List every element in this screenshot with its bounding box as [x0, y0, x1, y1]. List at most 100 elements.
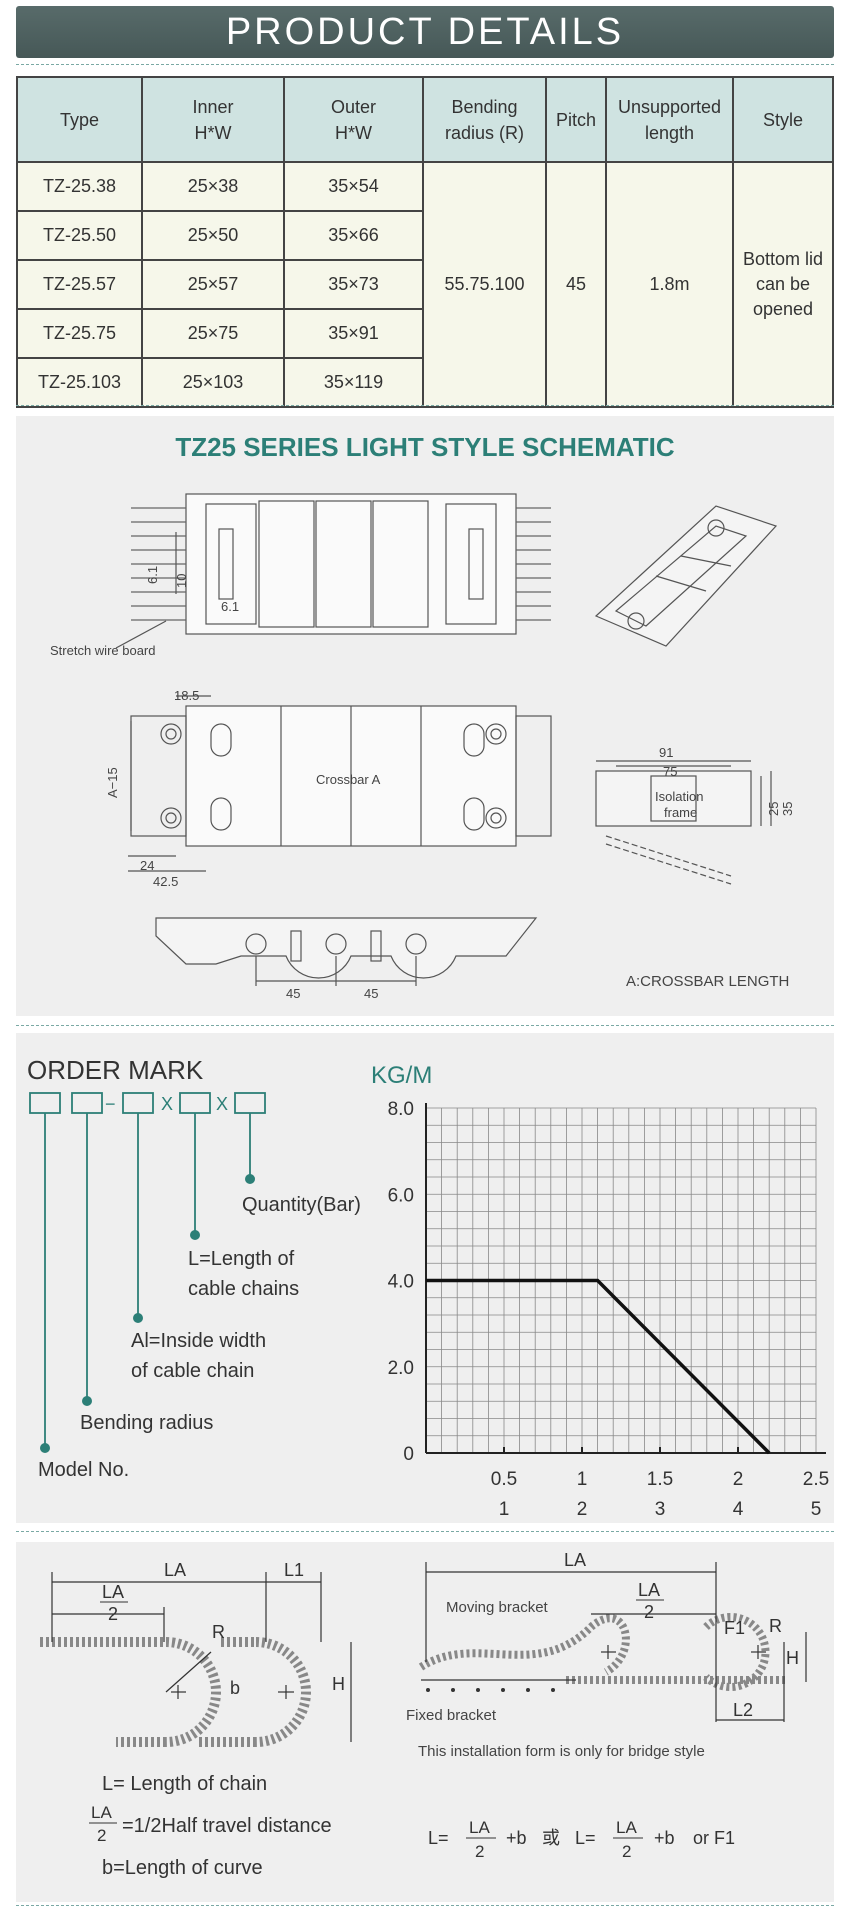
- outer-cell: 35×66: [283, 210, 424, 261]
- schematic-drawing: Stretch wire board 6.1 10 6.1 18.5 A−15 …: [50, 493, 795, 1001]
- legend-curve: b=Length of curve: [102, 1857, 263, 1879]
- y-tick-label: 8.0: [388, 1099, 414, 1120]
- bending-radius-cell: 55.75.100: [422, 161, 547, 408]
- dim-F1: F1: [724, 1618, 745, 1638]
- dim-LA-half-num: LA: [638, 1580, 660, 1600]
- dim-label: 91: [659, 745, 673, 760]
- formula-l-eq: L=: [428, 1828, 449, 1848]
- divider: [16, 405, 834, 406]
- page-title: PRODUCT DETAILS: [16, 6, 834, 58]
- dim-H: H: [786, 1648, 799, 1668]
- schematic-panel: TZ25 SERIES LIGHT STYLE SCHEMATIC: [16, 416, 834, 1016]
- pitch-dim: 45: [364, 986, 378, 1001]
- x-tick-label: 2: [733, 1469, 744, 1490]
- x-tick-label: 2.5: [803, 1469, 829, 1490]
- dim-label: 18.5: [174, 688, 199, 703]
- dim-L2: L2: [733, 1700, 753, 1720]
- legend-la-num: LA: [91, 1803, 112, 1822]
- y-tick-label: 2.0: [388, 1358, 414, 1379]
- inner-cell: 25×50: [141, 210, 285, 261]
- table-row: TZ-25.57 25×57 35×73: [16, 259, 833, 310]
- dim-H: H: [332, 1674, 345, 1694]
- divider: [16, 64, 834, 65]
- dim-label: 75: [663, 764, 677, 779]
- dim-LA-half-den: 2: [108, 1604, 118, 1624]
- dim-L1: L1: [284, 1560, 304, 1580]
- formula-den: 2: [475, 1842, 484, 1861]
- formula-plus-b: +b: [506, 1828, 527, 1848]
- dim-label: 6.1: [145, 566, 160, 584]
- unsupported-length-cell: 1.8m: [605, 161, 734, 408]
- table-row: TZ-25.38 25×38 35×54 55.75.100 45 1.8m B…: [16, 161, 834, 408]
- outer-cell: 35×73: [283, 259, 424, 310]
- x-tick-label: 2: [577, 1499, 588, 1520]
- divider: [16, 1025, 834, 1026]
- x-tick-label: 3: [655, 1499, 666, 1520]
- table-row: TZ-25.75 25×75 35×91: [16, 308, 833, 359]
- x-tick-label: 1: [499, 1499, 510, 1520]
- order-label: cable chains: [188, 1278, 299, 1300]
- type-cell: TZ-25.57: [16, 259, 143, 310]
- formula-den2: 2: [622, 1842, 631, 1861]
- type-cell: TZ-25.38: [16, 161, 143, 212]
- dim-b: b: [230, 1678, 240, 1698]
- installation-drawing: LA L1 LA 2 R b H LA LA 2 F1 R H L2 Movin…: [40, 1550, 807, 1879]
- dim-label: 24: [140, 858, 154, 873]
- isolation-label: Isolation: [655, 789, 703, 804]
- chart-title: KG/M: [371, 1062, 432, 1089]
- separator: −: [105, 1094, 116, 1114]
- formula-or-cn: 或: [542, 1828, 560, 1848]
- formula-num2: LA: [616, 1818, 637, 1837]
- y-tick-label: 4.0: [388, 1272, 414, 1293]
- dim-label: 42.5: [153, 874, 178, 889]
- stretch-wire-label: Stretch wire board: [50, 643, 156, 658]
- installation-note: This installation form is only for bridg…: [418, 1743, 705, 1760]
- installation-panel: LA L1 LA 2 R b H LA LA 2 F1 R H L2 Movin…: [16, 1542, 834, 1902]
- schematic-title: TZ25 SERIES LIGHT STYLE SCHEMATIC: [175, 432, 675, 462]
- dim-R: R: [769, 1616, 782, 1636]
- table-row: TZ-25.103 25×103 35×119: [16, 357, 833, 408]
- x-tick-label: 1: [577, 1469, 588, 1490]
- inner-cell: 25×75: [141, 308, 285, 359]
- order-label: Model No.: [38, 1459, 129, 1481]
- legend-half-travel: =1/2Half travel distance: [122, 1815, 332, 1837]
- order-chart-panel: ORDER MARK − X X Quantity(Bar): [16, 1033, 834, 1523]
- legend-length: L= Length of chain: [102, 1773, 267, 1795]
- formula-l-eq2: L=: [575, 1828, 596, 1848]
- dim-label: 25: [766, 802, 781, 816]
- y-tick-label: 0: [403, 1444, 414, 1465]
- moving-bracket-label: Moving bracket: [446, 1599, 549, 1616]
- x-tick-label: 1.5: [647, 1469, 673, 1490]
- dim-LA-half-den: 2: [644, 1602, 654, 1622]
- dim-LA-half-num: LA: [102, 1582, 124, 1602]
- y-tick-label: 6.0: [388, 1185, 414, 1206]
- table-row: TZ-25.50 25×50 35×66: [16, 210, 833, 261]
- x-tick-label: 5: [811, 1499, 822, 1520]
- col-pitch-header: Pitch: [545, 76, 607, 163]
- divider: [16, 1531, 834, 1532]
- legend-la-den: 2: [97, 1826, 106, 1845]
- isolation-label: frame: [664, 805, 697, 820]
- order-label: L=Length of: [188, 1248, 295, 1270]
- outer-cell: 35×91: [283, 308, 424, 359]
- crossbar-label: Crossbar A: [316, 772, 381, 787]
- pitch-dim: 45: [286, 986, 300, 1001]
- dim-LA: LA: [564, 1550, 586, 1570]
- x-tick-label: 4: [733, 1499, 744, 1520]
- order-label: of cable chain: [131, 1360, 254, 1382]
- dim-LA: LA: [164, 1560, 186, 1580]
- order-label: Al=Inside width: [131, 1330, 266, 1352]
- type-cell: TZ-25.50: [16, 210, 143, 261]
- fixed-bracket-label: Fixed bracket: [406, 1707, 497, 1724]
- dim-label: 10: [174, 574, 189, 588]
- inner-cell: 25×38: [141, 161, 285, 212]
- order-mark-title: ORDER MARK: [27, 1055, 204, 1085]
- order-label: Bending radius: [80, 1412, 213, 1434]
- type-cell: TZ-25.103: [16, 357, 143, 408]
- outer-cell: 35×54: [283, 161, 424, 212]
